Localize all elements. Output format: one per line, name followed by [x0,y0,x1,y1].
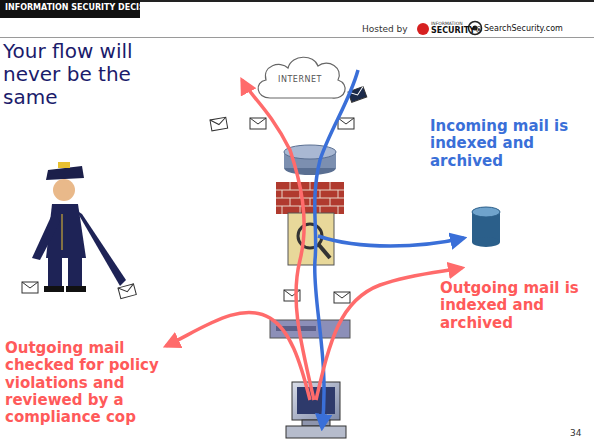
page-number: 34 [570,428,590,438]
header-bar [0,0,594,38]
slide-title: Your flow will never be the same [3,40,153,109]
compliance-callout: Outgoing mail checked for policy violati… [5,340,190,426]
internet-cloud: INTERNET [252,50,348,108]
header-title: INFORMATION SECURITY DECISIONS [5,3,145,12]
firewall [276,182,344,214]
logo-security: SECURITY® [431,26,481,35]
archive-database [472,207,500,247]
hosted-by: Hosted by [362,24,422,34]
flow-arrows [166,70,464,428]
computer [286,382,346,438]
incoming-callout: Incoming mail is indexed and archived [430,118,570,170]
logo-small: INFORMATION [431,21,471,26]
logo-searchsecurity: SearchSecurity.com [484,24,594,33]
compliance-cop [32,162,126,292]
node-label: INTERNET [278,75,322,84]
outgoing-archive-callout: Outgoing mail is indexed and archived [440,280,580,332]
